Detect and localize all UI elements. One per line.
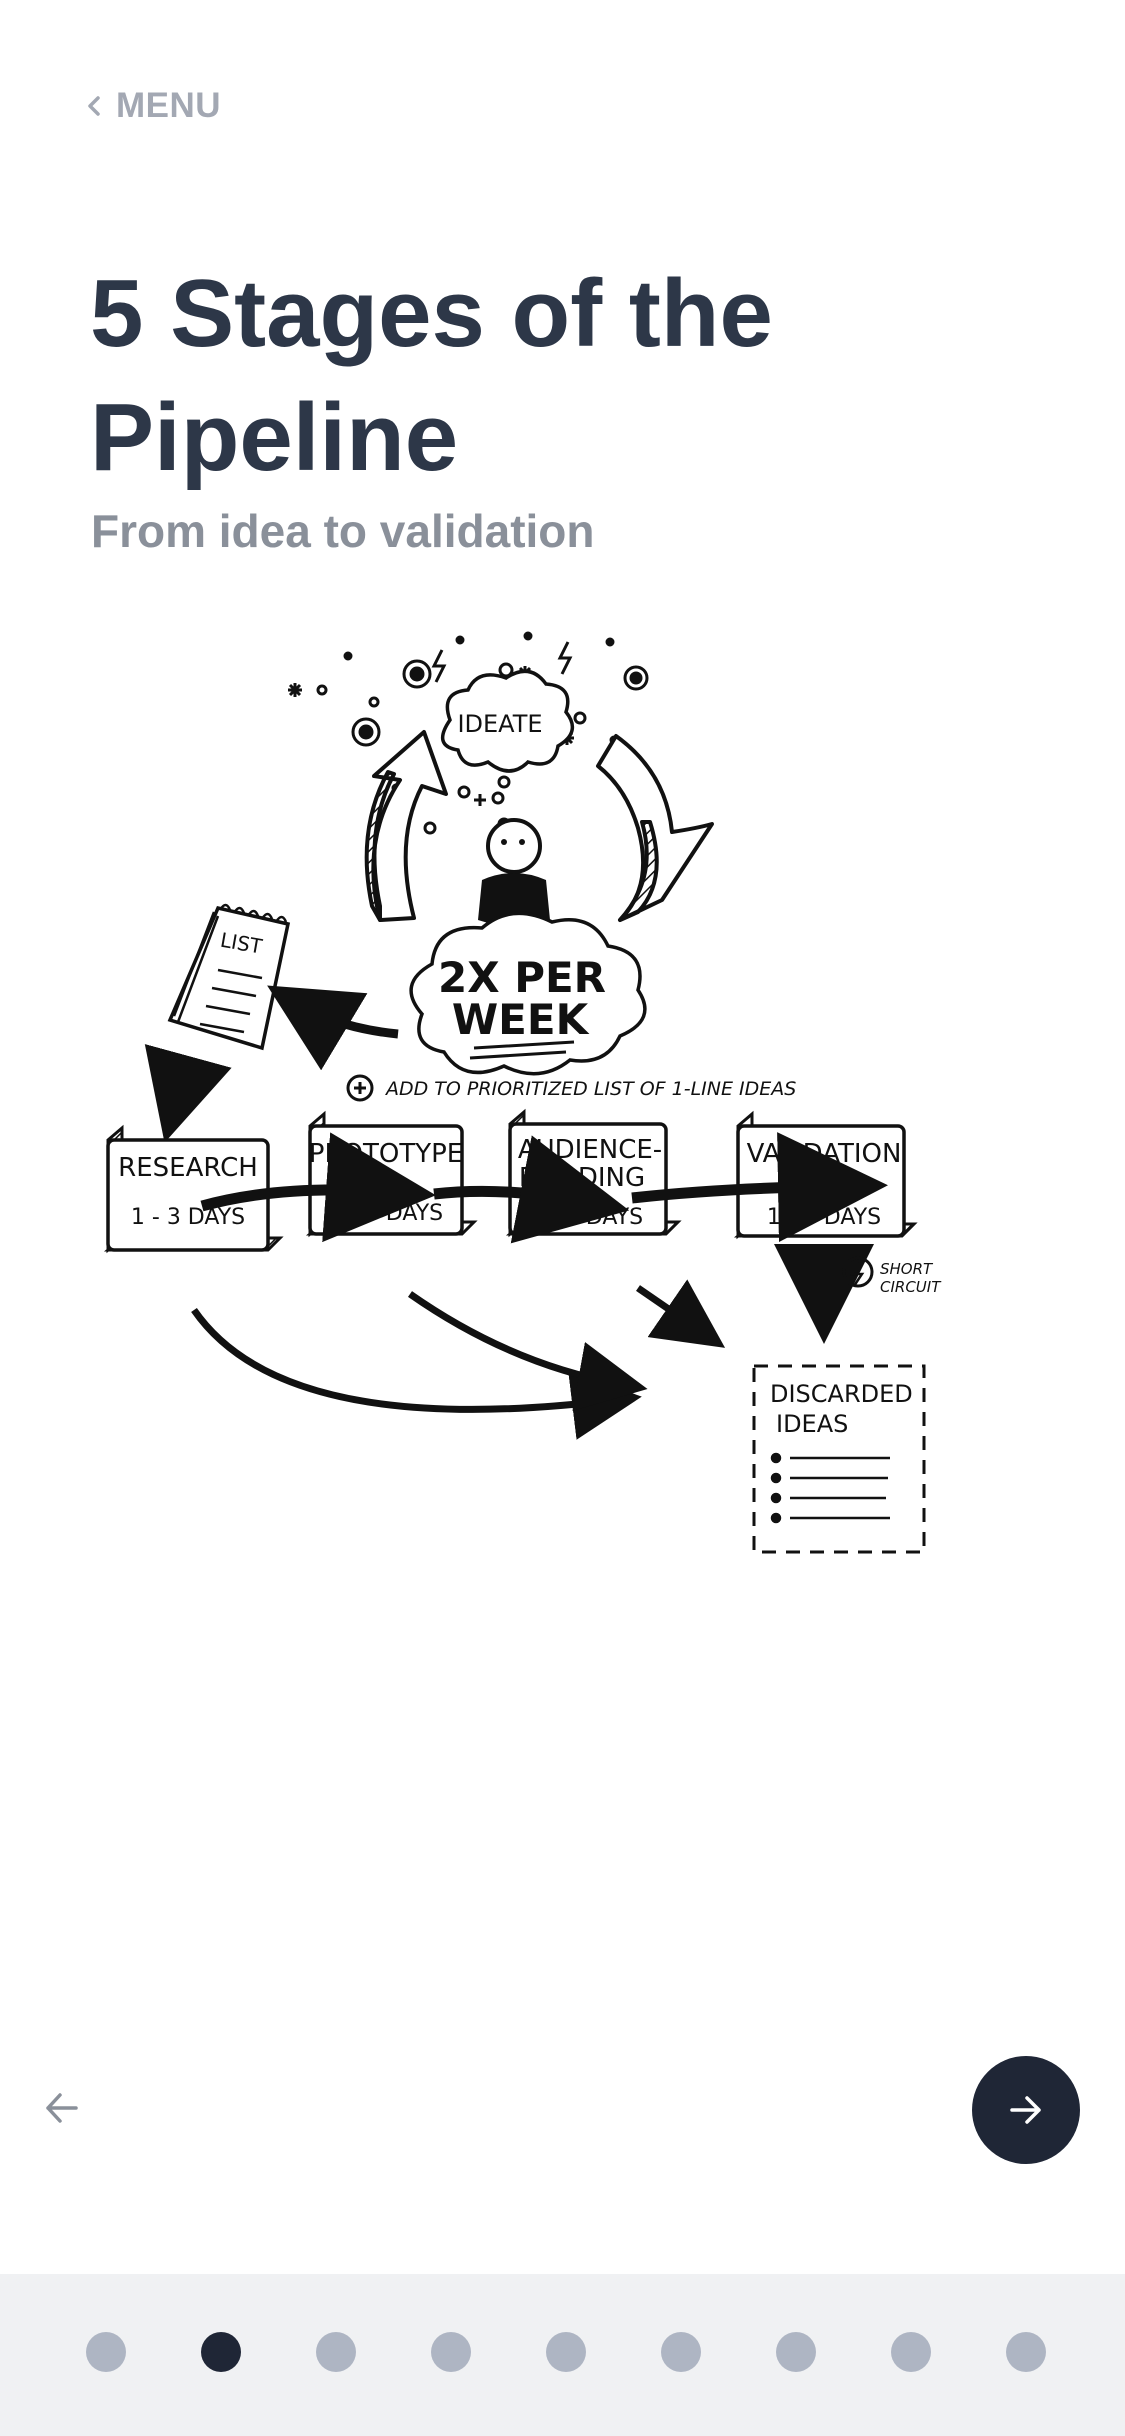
stage-duration: 1 - 3 DAYS xyxy=(529,1205,643,1230)
frequency-cloud: 2X PER WEEK xyxy=(409,911,647,1076)
discarded-line2: IDEAS xyxy=(776,1410,848,1438)
back-arrow-icon[interactable] xyxy=(40,2086,84,2130)
short-circuit-line1: SHORT xyxy=(880,1260,934,1278)
pagination-dot[interactable] xyxy=(1006,2332,1046,2372)
pagination-dot[interactable] xyxy=(431,2332,471,2372)
pagination-footer xyxy=(0,2274,1125,2436)
stage-label: RESEARCH xyxy=(118,1153,258,1183)
pagination-dot[interactable] xyxy=(546,2332,586,2372)
menu-label: MENU xyxy=(116,86,222,125)
stage-flow-arrows xyxy=(200,1132,888,1244)
flow-arrows-top xyxy=(144,985,399,1143)
stage-prototype-box: PROTOTYPE 1 - 3 DAYS xyxy=(305,1110,478,1238)
stage-validation-box: VALIDATION 1 - 3 DAYS xyxy=(733,1110,918,1240)
pagination-dots xyxy=(86,2332,1121,2372)
page-title: 5 Stages of the Pipeline xyxy=(90,260,773,491)
pagination-dot[interactable] xyxy=(891,2332,931,2372)
pagination-dot[interactable] xyxy=(661,2332,701,2372)
discarded-line1: DISCARDED xyxy=(770,1380,913,1408)
short-circuit-line2: CIRCUIT xyxy=(880,1278,942,1296)
ideate-label: IDEATE xyxy=(457,710,542,738)
short-circuit-marker: SHORT CIRCUIT xyxy=(774,1244,942,1344)
ideate-cloud: IDEATE xyxy=(440,669,575,789)
menu-back-link[interactable]: MENU xyxy=(86,86,221,126)
stage-duration: 1 - 3 DAYS xyxy=(329,1201,443,1226)
stage-label: AUDIENCE- xyxy=(518,1135,662,1165)
arrow-right-icon xyxy=(1010,2096,1041,2124)
discarded-ideas-box: DISCARDED IDEAS xyxy=(752,1364,926,1554)
stage-label-line2: BUILDING xyxy=(519,1163,645,1193)
pagination-dot[interactable] xyxy=(86,2332,126,2372)
stage-label: PROTOTYPE xyxy=(309,1139,463,1169)
stage-duration: 1 - 3 DAYS xyxy=(131,1205,245,1230)
stage-label: VALIDATION xyxy=(747,1139,902,1169)
stage-research-box: RESEARCH 1 - 3 DAYS xyxy=(103,1124,284,1254)
next-button[interactable] xyxy=(972,2056,1080,2164)
pipeline-illustration: IDEATE 2X PER WEEK LIST xyxy=(103,631,942,1554)
discard-arrows xyxy=(191,1279,726,1440)
page-subtitle: From idea to validation xyxy=(91,505,595,557)
stage-audience-building-box: AUDIENCE- BUILDING 1 - 3 DAYS xyxy=(505,1108,682,1238)
stage-duration: 1 - 3 DAYS xyxy=(767,1205,881,1230)
pagination-dot[interactable] xyxy=(316,2332,356,2372)
pagination-dot[interactable] xyxy=(201,2332,241,2372)
cycle-arrows xyxy=(364,730,714,922)
add-note: ADD TO PRIORITIZED LIST OF 1-LINE IDEAS xyxy=(346,1074,796,1102)
add-note-text: ADD TO PRIORITIZED LIST OF 1-LINE IDEAS xyxy=(384,1078,796,1100)
frequency-line1: 2X PER xyxy=(438,953,606,1002)
pagination-dot[interactable] xyxy=(776,2332,816,2372)
idea-list-notepad: LIST xyxy=(167,903,291,1051)
frequency-line2: WEEK xyxy=(452,995,590,1044)
chevron-left-icon xyxy=(88,96,100,116)
